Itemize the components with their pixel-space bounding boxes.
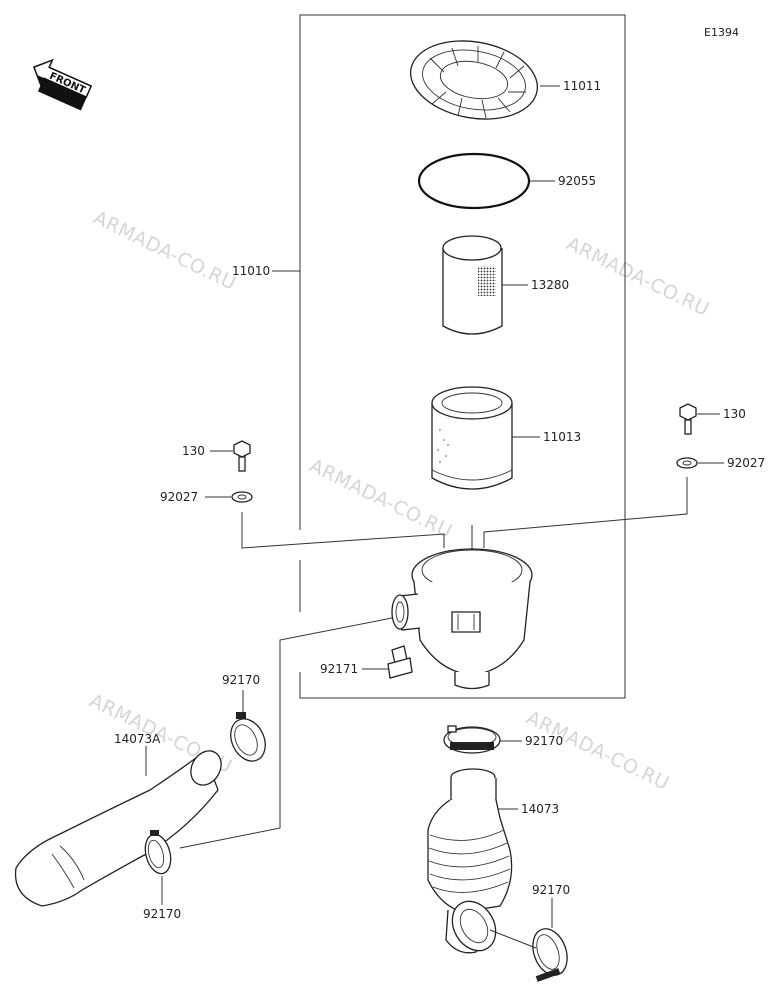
clip-icon xyxy=(362,645,413,679)
watermark-5: ARMADA-CO.RU xyxy=(523,707,673,795)
label-92027-right: 92027 xyxy=(727,456,765,470)
label-92027-left: 92027 xyxy=(160,490,198,504)
label-92171: 92171 xyxy=(320,662,358,676)
label-11010: 11010 xyxy=(232,264,270,278)
clamp-bottom-right-icon xyxy=(489,898,568,982)
air-cleaner-case xyxy=(391,525,533,690)
diagram-code: E1394 xyxy=(704,26,739,39)
bolt-right-icon xyxy=(679,403,720,435)
washer-right-icon xyxy=(483,457,724,548)
bolt-left-icon xyxy=(210,440,251,472)
air-cleaner-cover xyxy=(409,40,560,120)
label-92170-bottom-right: 92170 xyxy=(532,883,570,897)
label-13280: 13280 xyxy=(531,278,569,292)
label-14073: 14073 xyxy=(521,802,559,816)
filter-sleeve xyxy=(442,235,528,335)
clamp-top-left-icon xyxy=(230,690,266,762)
intake-boot xyxy=(427,768,518,954)
label-92170-mid-right: 92170 xyxy=(525,734,563,748)
label-11013: 11013 xyxy=(543,430,581,444)
label-130-left: 130 xyxy=(182,444,205,458)
label-11011: 11011 xyxy=(563,79,601,93)
watermark-1: ARMADA-CO.RU xyxy=(90,207,240,295)
label-92170-bottom-left: 92170 xyxy=(143,907,181,921)
clamp-bottom-left-icon xyxy=(144,830,172,905)
label-92170-top-left: 92170 xyxy=(222,673,260,687)
front-arrow-icon: FRONT xyxy=(32,58,93,111)
intake-duct xyxy=(14,746,222,907)
clamp-middle-icon xyxy=(443,725,522,754)
label-14073A: 14073A xyxy=(114,732,161,746)
o-ring xyxy=(417,152,555,210)
filter-element xyxy=(431,386,540,490)
watermark-2: ARMADA-CO.RU xyxy=(563,233,713,321)
label-92055: 92055 xyxy=(558,174,596,188)
label-130-right: 130 xyxy=(723,407,746,421)
leader-inlet xyxy=(179,617,393,849)
assembly-bracket xyxy=(272,14,626,699)
washer-left-icon xyxy=(205,491,445,549)
